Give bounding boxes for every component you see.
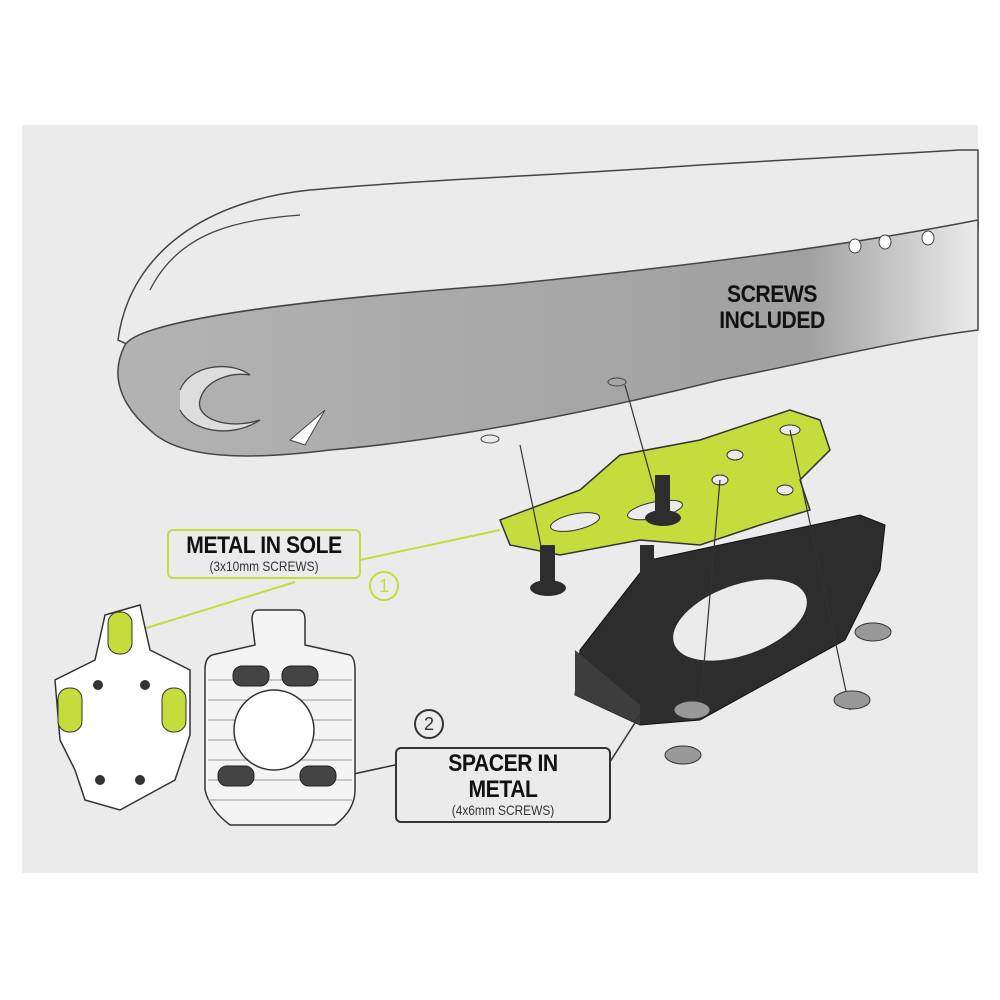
sole-vent-holes — [848, 230, 935, 254]
cleat — [54, 604, 191, 811]
callout-number-1: 1 — [369, 571, 399, 601]
screws — [530, 475, 892, 765]
screws-included-label: SCREWS INCLUDED — [719, 281, 825, 334]
spacer-in-metal-callout: SPACER IN METAL (4x6mm SCREWS) — [395, 747, 611, 823]
shoe-sole — [117, 219, 979, 457]
callout-number-2: 2 — [414, 709, 444, 739]
metal-in-sole-callout: METAL IN SOLE (3x10mm SCREWS) — [167, 529, 361, 579]
